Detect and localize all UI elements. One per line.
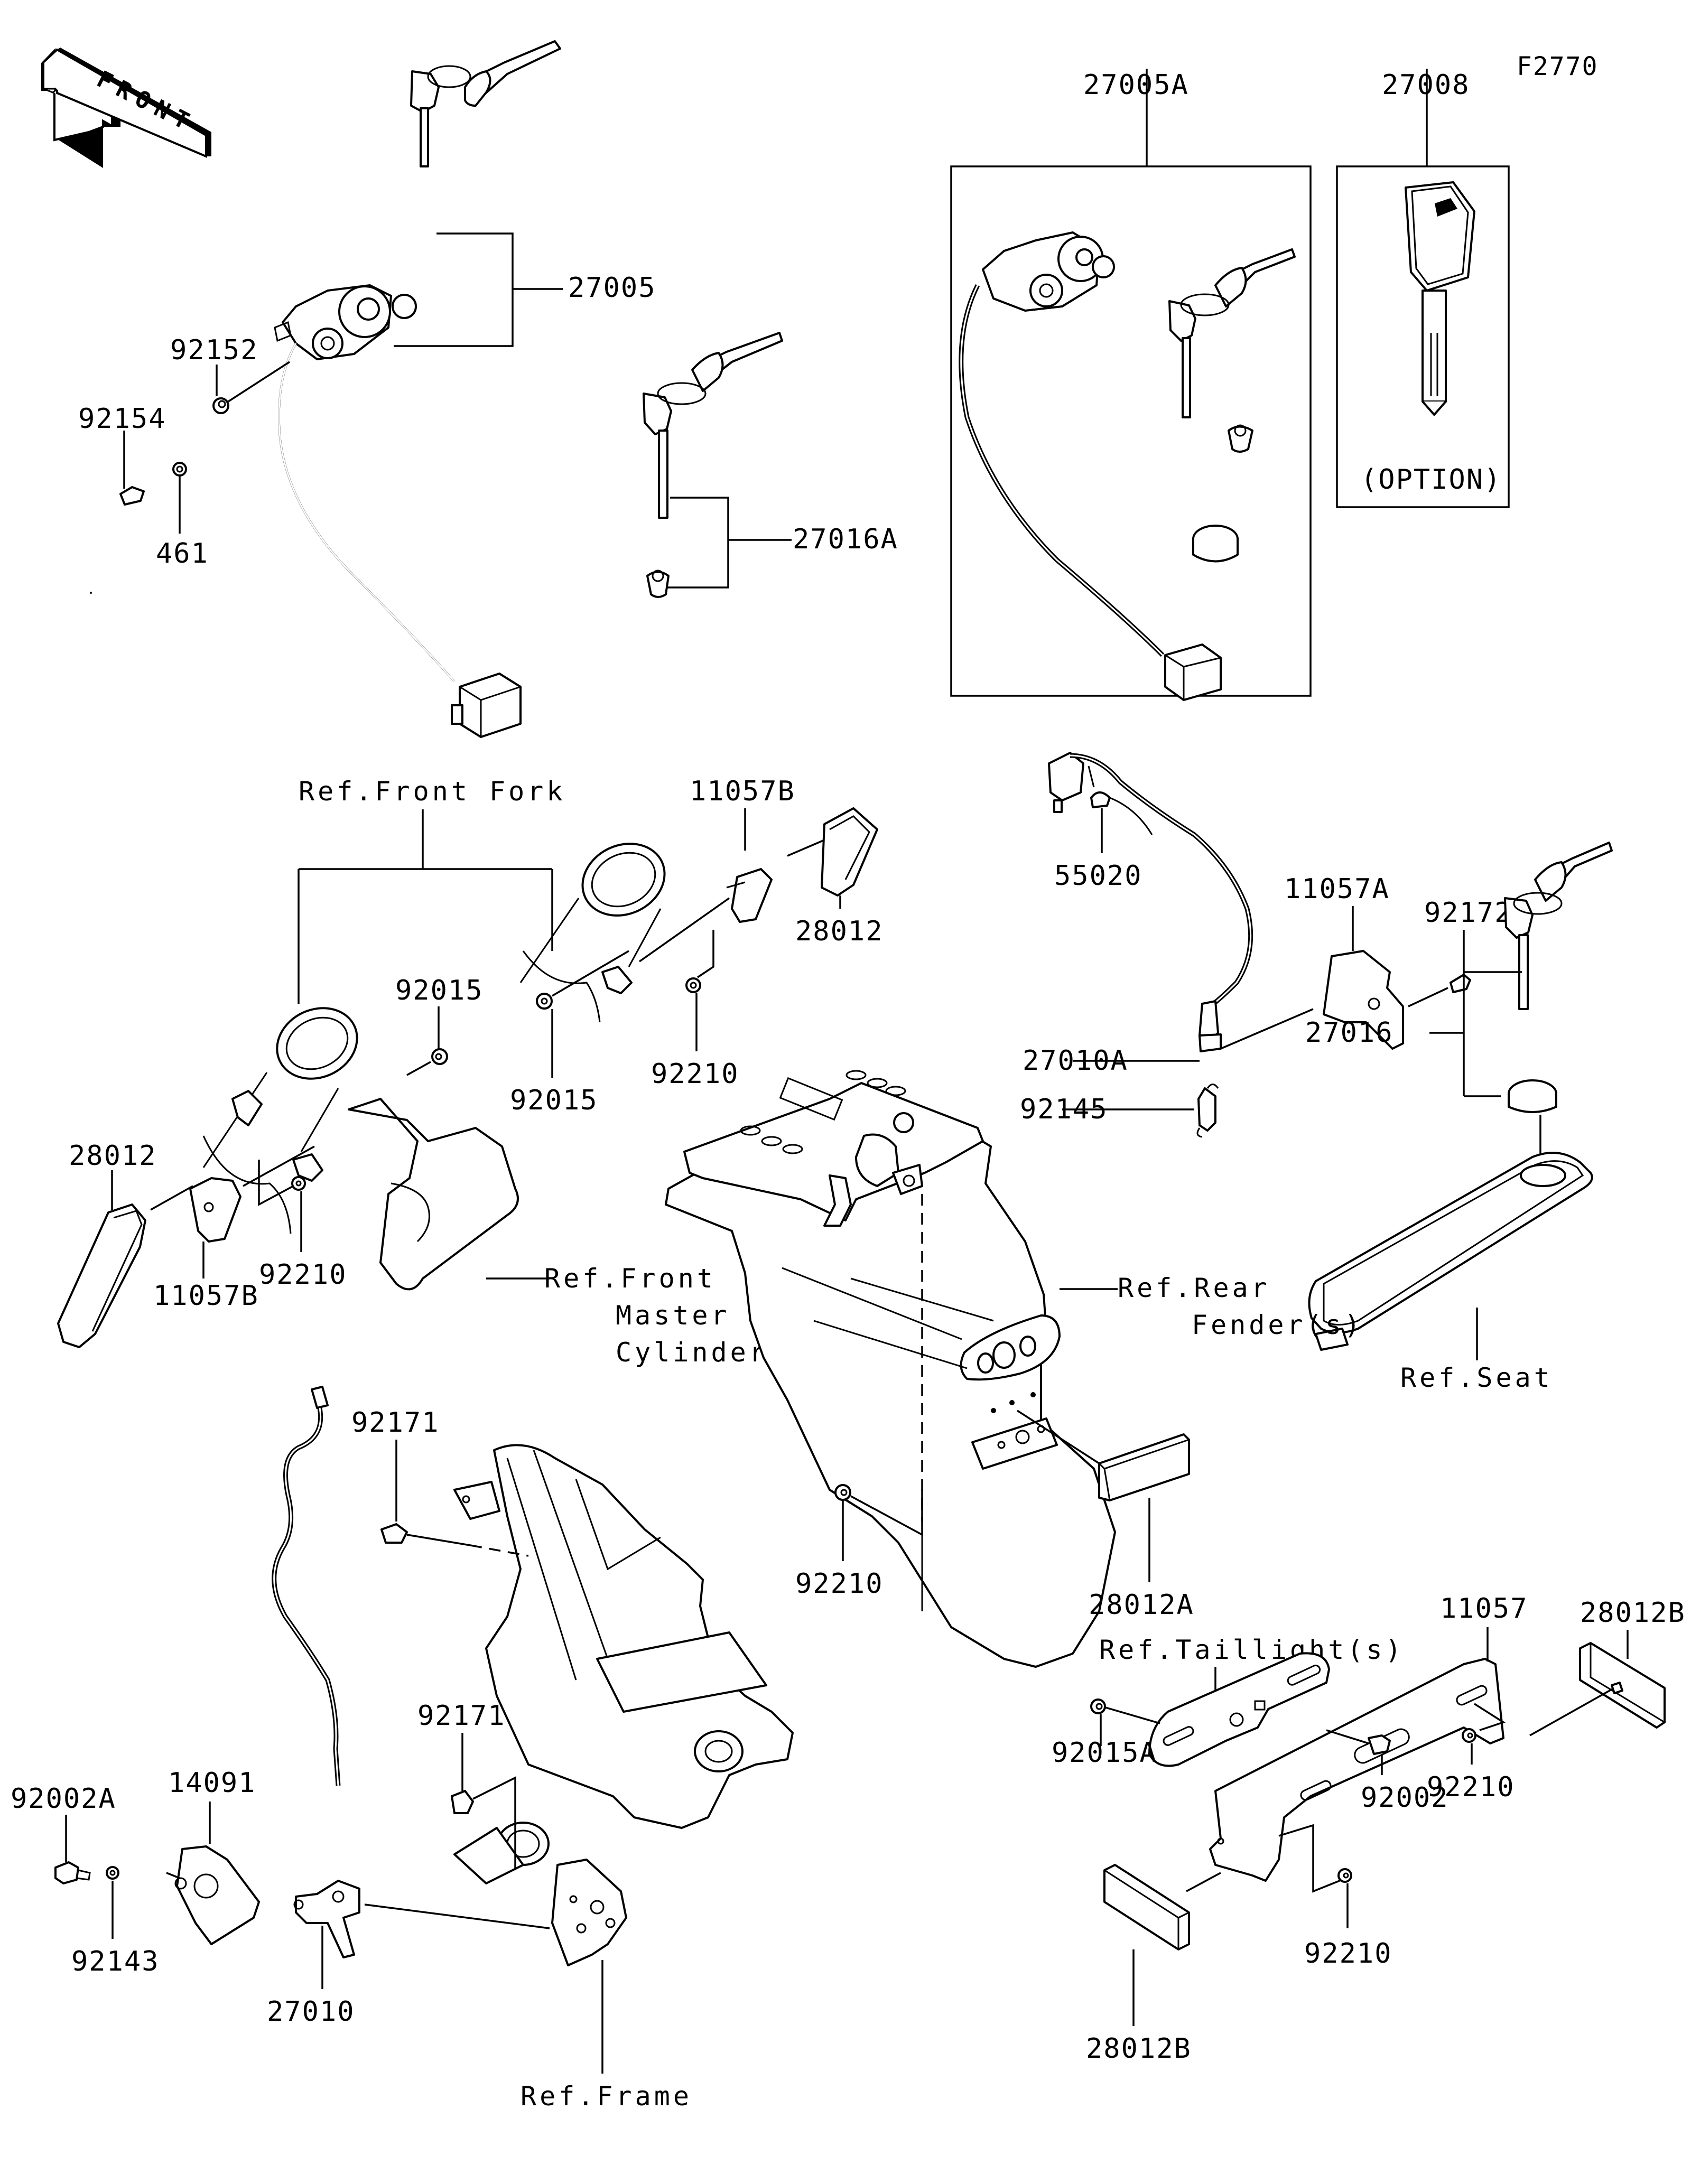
left-reflector-assembly: 28012 11057B 92210 — [57, 1140, 347, 1348]
front-arrow-icon: FRONT — [41, 48, 211, 168]
part-label-92002: 92002 — [1361, 1782, 1449, 1814]
screw-92172: 92172 — [1408, 897, 1512, 1007]
key-set-27016A: 27016A — [643, 332, 898, 598]
washer-92143: 92143 — [71, 1866, 160, 1977]
cover-14091: 14091 — [166, 1767, 260, 1945]
part-label-92210-right: 92210 — [1427, 1771, 1515, 1803]
reflector-28012A: 28012A — [1017, 1410, 1194, 1621]
bolt-92002A: 92002A — [11, 1783, 116, 1884]
fastener-92152: 92152 — [170, 334, 290, 414]
ref-label-master-cylinder-2: Master — [616, 1300, 730, 1331]
ref-label-frame: Ref.Frame — [521, 2081, 692, 2112]
part-label-92145: 92145 — [1020, 1094, 1108, 1125]
option-key-27008: 27008 (OPTION) — [1336, 69, 1510, 508]
option-note: (OPTION) — [1361, 464, 1501, 496]
part-label-27008: 27008 — [1382, 69, 1470, 101]
part-label-11057B-left: 11057B — [153, 1280, 259, 1312]
part-label-27016: 27016 — [1305, 1017, 1393, 1049]
clip-92171-mid: 92171 — [417, 1700, 516, 1870]
key-pair-icon — [410, 40, 561, 167]
part-label-92210-left: 92210 — [259, 1259, 347, 1291]
ref-label-master-cylinder-3: Cylinder — [616, 1337, 768, 1368]
part-label-28012B-bottom: 28012B — [1086, 2033, 1192, 2065]
part-label-27010: 27010 — [267, 1996, 355, 2028]
rear-fender — [665, 1070, 1116, 1668]
part-label-55020: 55020 — [1054, 860, 1142, 892]
screw-92154: 92154 — [78, 403, 166, 506]
part-label-27005: 27005 — [568, 272, 656, 304]
clip-92171-top: 92171 — [351, 1407, 529, 1557]
seat-switch-assembly: 55020 27010A 92145 — [1020, 752, 1314, 1138]
ref-label-rear-fender-1: Ref.Rear — [1118, 1273, 1270, 1303]
part-label-92171-top: 92171 — [351, 1407, 440, 1439]
part-label-28012-top: 28012 — [795, 916, 884, 947]
part-label-92015-left: 92015 — [395, 975, 484, 1006]
part-label-11057B-top: 11057B — [690, 776, 795, 807]
part-label-11057: 11057 — [1440, 1593, 1528, 1625]
part-label-92154: 92154 — [78, 403, 166, 435]
nut-92015-left: 92015 — [395, 975, 484, 1076]
nut-92210-top: 92210 — [651, 977, 739, 1090]
part-label-92172: 92172 — [1424, 897, 1512, 929]
bracket-11057A: 11057A — [1284, 873, 1404, 1050]
part-label-27016A: 27016A — [793, 524, 898, 555]
part-label-92171-mid: 92171 — [417, 1700, 506, 1732]
part-label-92210-top: 92210 — [651, 1058, 739, 1090]
front-fork-cluster: Ref.Front Fork Ref.Front Master Cylinder — [202, 776, 768, 1368]
ref-label-rear-fender-2: Fender(s) — [1192, 1310, 1363, 1340]
stray-dot — [90, 592, 92, 594]
rear-fender-ref: Ref.Rear Fender(s) — [1060, 1273, 1363, 1340]
part-label-92015-center: 92015 — [510, 1085, 598, 1116]
part-label-92002A: 92002A — [11, 1783, 116, 1815]
part-label-92210-bottom: 92210 — [1304, 1938, 1392, 1970]
part-label-92143: 92143 — [71, 1946, 160, 1977]
ref-label-taillight: Ref.Taillight(s) — [1099, 1635, 1405, 1665]
nut-92015-center: 92015 — [510, 950, 629, 1116]
part-label-14091: 14091 — [168, 1767, 256, 1799]
part-label-27005A: 27005A — [1083, 69, 1189, 101]
kit-27008-box — [1336, 165, 1510, 508]
license-bracket-assembly: Ref.Taillight(s) 11057 92015A 92002 9221… — [1052, 1593, 1686, 2065]
part-label-92152: 92152 — [170, 334, 258, 366]
seat-lock-27016: 27016 Ref.Seat — [1305, 842, 1613, 1393]
ignition-switch-assembly: 27005 — [274, 40, 656, 738]
part-label-27010A: 27010A — [1023, 1045, 1128, 1077]
ref-label-master-cylinder-1: Ref.Front — [544, 1263, 716, 1294]
frame-assembly: Ref.Frame — [272, 1386, 794, 2112]
ref-label-front-fork: Ref.Front Fork — [299, 776, 565, 807]
part-label-92210-fender: 92210 — [795, 1568, 884, 1600]
sidestand-switch-27010: 27010 — [267, 1880, 550, 2028]
nut-92210-fender: 92210 — [795, 1484, 923, 1600]
part-label-28012A: 28012A — [1089, 1589, 1194, 1621]
ignition-lock-body — [274, 284, 417, 360]
part-label-28012B-top: 28012B — [1580, 1597, 1686, 1629]
part-label-11057A: 11057A — [1284, 873, 1390, 905]
ref-label-seat: Ref.Seat — [1400, 1362, 1553, 1393]
figure-id: F2770 — [1517, 52, 1599, 81]
part-label-28012-left: 28012 — [69, 1140, 157, 1172]
part-label-92015A: 92015A — [1052, 1737, 1157, 1769]
part-label-461: 461 — [156, 538, 209, 570]
washer-461: 461 — [156, 462, 209, 570]
connector-icon — [451, 673, 522, 738]
reflector-bracket-top: 11057B 28012 — [638, 776, 884, 978]
kit-27005A: 27005A — [950, 69, 1312, 701]
kit-27005A-box — [950, 165, 1312, 697]
